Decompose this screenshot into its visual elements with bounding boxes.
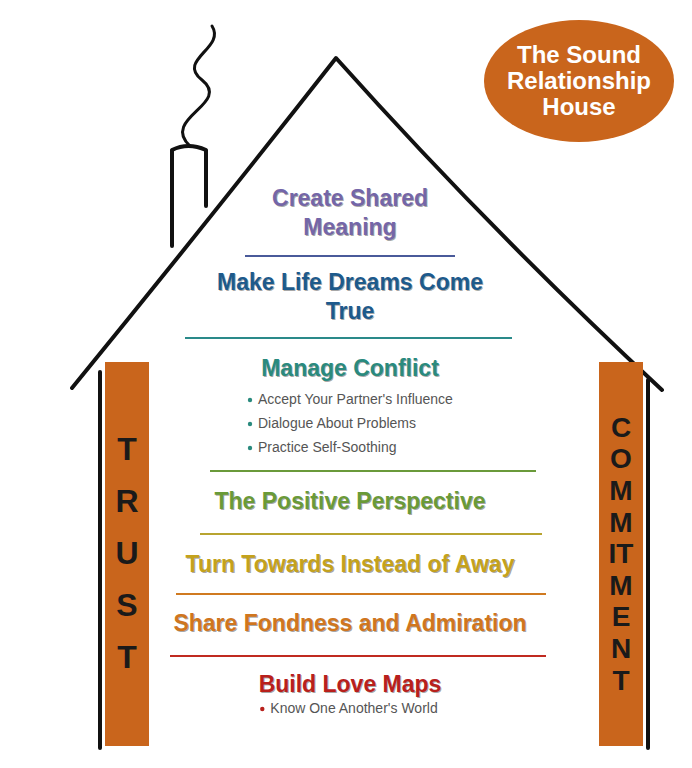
title-oval: The Sound Relationship House (484, 20, 674, 142)
pillar-fill (105, 362, 149, 746)
pillar-fill (599, 362, 643, 746)
divider-line (210, 470, 536, 472)
bullet-dot (248, 398, 252, 402)
divider-line (185, 337, 512, 339)
chimney-smoke (183, 26, 215, 146)
pillar-text: TRUST (111, 424, 143, 683)
level-bullet: Dialogue About Problems (258, 415, 416, 433)
divider-line (170, 655, 546, 657)
level-bullet: Know One Another's World (270, 700, 437, 718)
level-bullet: Accept Your Partner's Influence (258, 391, 453, 409)
divider-line (200, 533, 542, 535)
divider-line (245, 255, 455, 257)
level-heading: Make Life Dreams Come True (215, 268, 485, 326)
level-bullet: Practice Self-Soothing (258, 439, 397, 457)
level-heading: Build Love Maps (259, 670, 442, 699)
divider-line (176, 593, 546, 595)
level-heading: The Positive Perspective (214, 487, 485, 516)
left-wall (98, 372, 102, 748)
bullet-dot (248, 446, 252, 450)
oval-fill (484, 20, 674, 142)
bullet-dot (248, 422, 252, 426)
level-heading: Turn Towards Instead of Away (186, 550, 515, 579)
level-heading: Share Fondness and Admiration (173, 609, 526, 638)
level-heading: Create Shared Meaning (225, 184, 475, 242)
bullet-dot (260, 707, 264, 711)
right-wall (646, 380, 650, 748)
title-text: The Sound Relationship House (491, 42, 667, 120)
pillar-band: COMMITMENT (599, 362, 643, 746)
pillar-band: TRUST (105, 362, 149, 746)
level-heading: Manage Conflict (261, 354, 439, 383)
chimney (172, 146, 206, 246)
pillar-text: COMMITMENT (607, 412, 635, 697)
